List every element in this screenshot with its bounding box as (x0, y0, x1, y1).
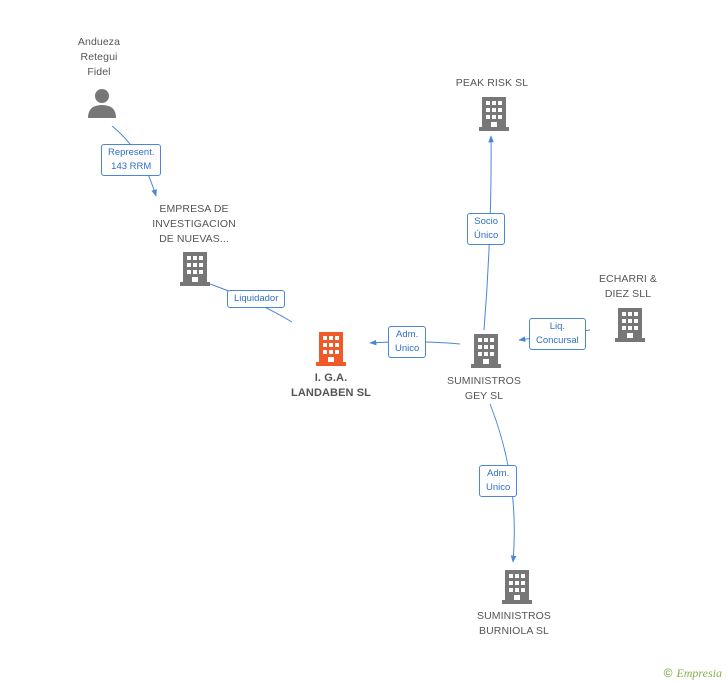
node-label-andueza: Andueza Retegui Fidel (77, 36, 121, 78)
building-icon[interactable] (180, 252, 210, 286)
node-label-empresa: EMPRESA DE INVESTIGACION DE NUEVAS... (152, 203, 236, 245)
edge-label-liq-concursal[interactable]: Liq. Concursal (529, 318, 586, 350)
building-icon[interactable] (479, 97, 509, 131)
edge-label-represent[interactable]: Represent. 143 RRM (101, 144, 162, 176)
building-icon[interactable] (502, 570, 532, 604)
brand-logo: ©Empresia (664, 666, 722, 681)
node-label-peak: PEAK RISK SL (455, 77, 529, 89)
node-label-gey: SUMINISTROS GEY SL (446, 375, 522, 402)
building-icon[interactable] (615, 308, 645, 342)
node-label-echarri: ECHARRI & DIEZ SLL (598, 273, 658, 300)
edge-label-adm-unico-burniola[interactable]: Adm. Unico (479, 465, 518, 497)
copyright-symbol: © (663, 666, 673, 680)
edge-label-adm-unico-iga[interactable]: Adm. Unico (388, 326, 427, 358)
building-icon[interactable] (316, 332, 346, 366)
node-label-burniola: SUMINISTROS BURNIOLA SL (476, 610, 552, 637)
edge-label-socio-unico[interactable]: Socio Único (467, 213, 506, 245)
building-icon[interactable] (471, 334, 501, 368)
brand-name: Empresia (676, 666, 722, 680)
node-label-iga: I. G.A. LANDABEN SL (291, 372, 371, 399)
edge-label-liquidador[interactable]: Liquidador (227, 290, 286, 308)
person-icon[interactable] (88, 88, 116, 120)
